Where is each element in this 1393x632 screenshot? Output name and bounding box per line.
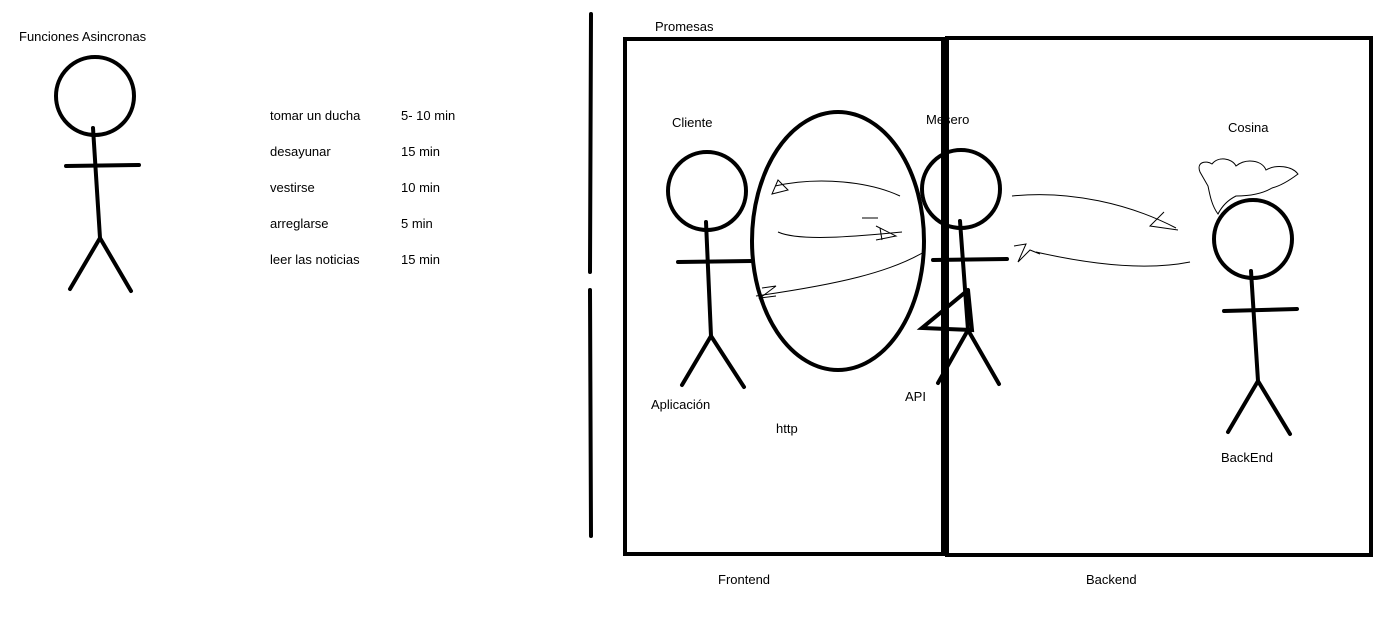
waiter-head: [920, 148, 1002, 230]
chef-hat-icon: [1198, 158, 1299, 215]
frontend-box: [623, 37, 945, 556]
backend-box: [945, 36, 1373, 557]
waiter-body: [958, 219, 970, 332]
kitchen-figure: [1212, 198, 1299, 436]
task-time: 5 min: [401, 216, 433, 231]
backend-box-label: Backend: [1086, 572, 1137, 587]
client-label: Cliente: [672, 115, 713, 130]
client-body: [704, 220, 713, 338]
kitchen-legs: [1226, 379, 1292, 436]
client-legs: [680, 334, 746, 389]
stick-figure-left: [54, 55, 141, 293]
stick-figure-left-head: [54, 55, 136, 137]
async-functions-title: Funciones Asincronas: [19, 29, 147, 44]
kitchen-arms: [1222, 307, 1299, 313]
waiter-figure: [916, 148, 1009, 386]
waiter-label: Mesero: [926, 112, 970, 127]
kitchen-head: [1212, 198, 1294, 280]
task-time: 5- 10 min: [401, 108, 456, 123]
response-arrow-head: [1013, 243, 1041, 263]
kitchen-body: [1249, 269, 1260, 383]
stick-figure-left-legs: [68, 236, 133, 293]
client-arms: [676, 259, 754, 264]
task-name: tomar un ducha: [270, 108, 361, 123]
api-label: API: [905, 389, 926, 404]
task-time: 10 min: [401, 180, 441, 195]
vertical-divider: [588, 12, 593, 538]
task-name: vestirse: [270, 180, 315, 195]
stick-figure-left-arms: [64, 163, 141, 168]
frontend-box-label: Frontend: [718, 572, 771, 587]
http-label: http: [776, 421, 798, 436]
stick-figure-left-body: [91, 126, 102, 240]
task-name: leer las noticias: [270, 252, 360, 267]
http-oval: [750, 110, 926, 372]
client-figure: [666, 150, 754, 389]
promises-title: Promesas: [655, 19, 714, 34]
task-time: 15 min: [401, 144, 441, 159]
kitchen-label: Cosina: [1228, 120, 1269, 135]
backend-person-label: BackEnd: [1221, 450, 1274, 465]
http-arrow-top: [774, 180, 901, 197]
http-arrow-middle-head: [875, 225, 898, 241]
waiter-tray: [916, 288, 975, 333]
http-arrow-top-head: [771, 179, 789, 195]
task-name: arreglarse: [270, 216, 329, 231]
http-arrow-bottom: [755, 251, 925, 297]
order-arrow-head: [1148, 211, 1179, 231]
waiter-arms: [931, 257, 1009, 262]
order-arrow: [1011, 194, 1177, 229]
client-head: [666, 150, 748, 232]
application-label: Aplicación: [651, 397, 711, 412]
http-arrow-bottom-head: [758, 285, 777, 299]
http-arrows: [755, 179, 925, 299]
kitchen-arrows: [1011, 194, 1191, 267]
task-time: 15 min: [401, 252, 441, 267]
http-arrow-middle: [777, 231, 903, 238]
waiter-legs: [936, 328, 1001, 386]
task-name: desayunar: [270, 144, 331, 159]
response-arrow: [1035, 251, 1191, 267]
